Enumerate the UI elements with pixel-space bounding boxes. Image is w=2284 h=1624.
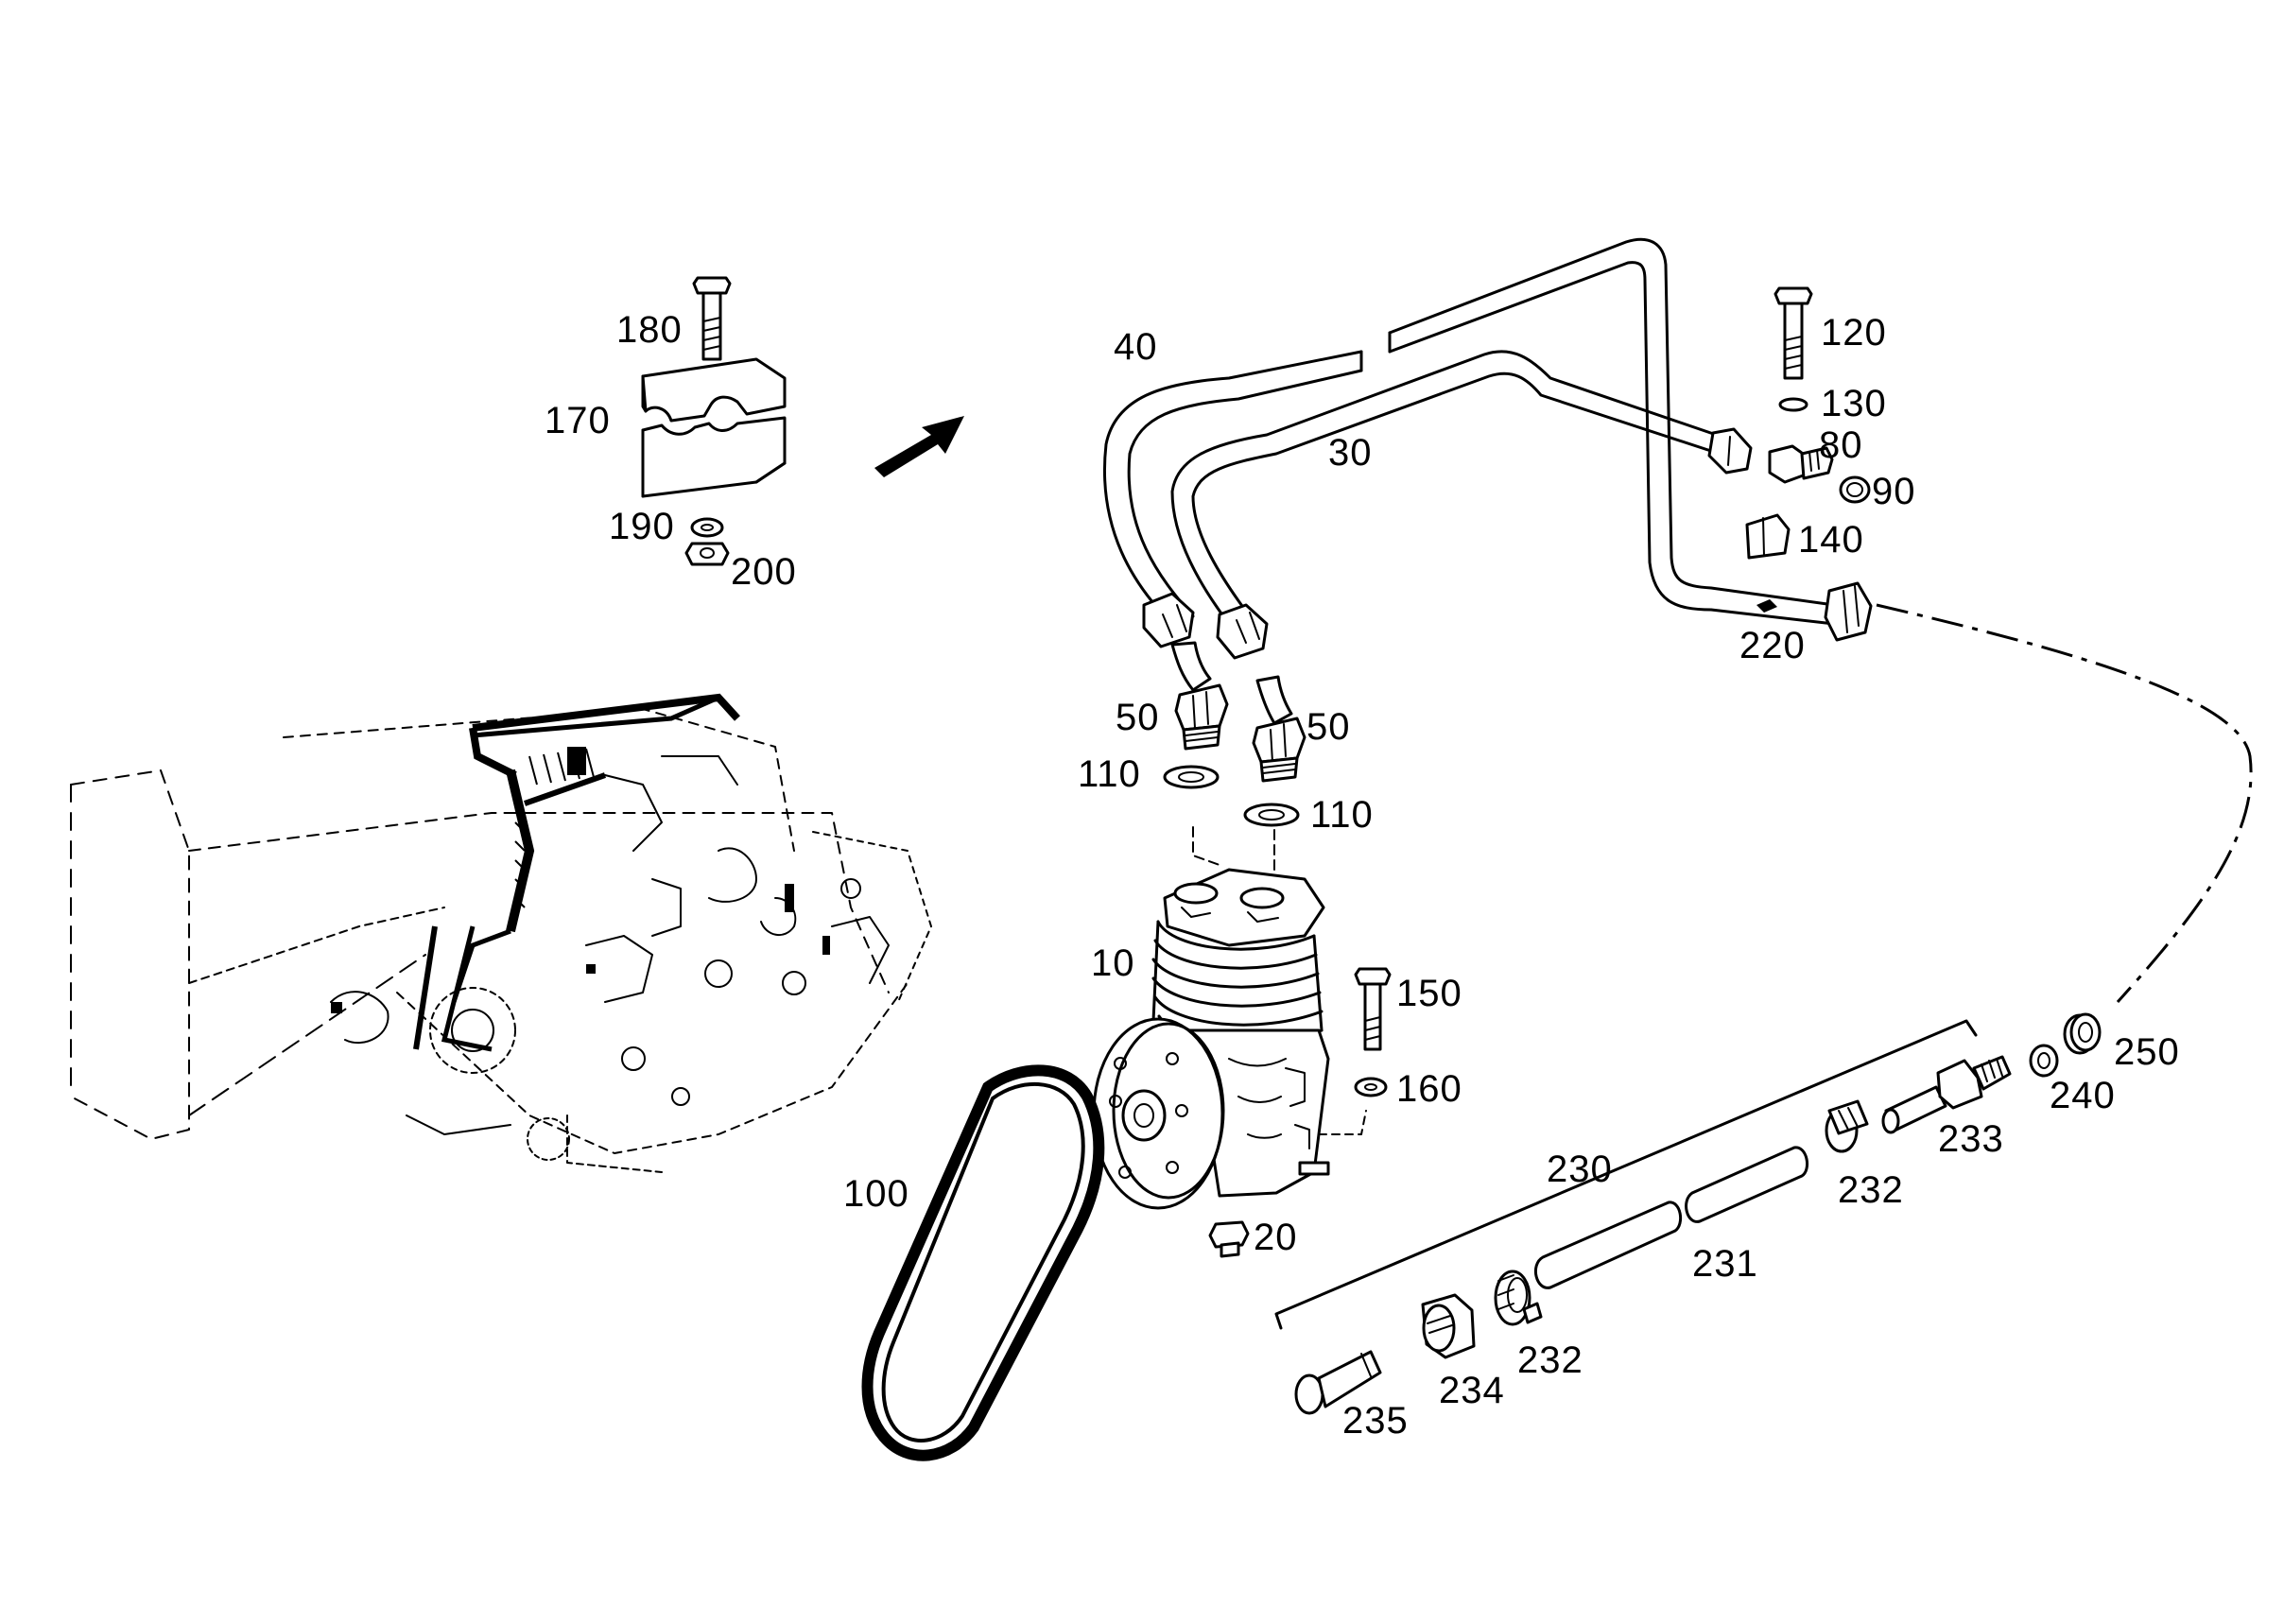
- callout-180: 180: [616, 309, 683, 351]
- callout-110a: 110: [1078, 753, 1141, 795]
- callout-80: 80: [1819, 424, 1863, 466]
- callout-10: 10: [1091, 942, 1135, 984]
- callout-100: 100: [843, 1173, 909, 1215]
- pipe-clamp-assembly: [641, 276, 787, 566]
- callout-160: 160: [1396, 1068, 1462, 1110]
- callout-232a: 232: [1838, 1169, 1904, 1211]
- callout-20: 20: [1254, 1217, 1298, 1258]
- callout-140: 140: [1798, 519, 1864, 561]
- v-belt: [861, 1064, 1105, 1461]
- callout-50b: 50: [1306, 706, 1351, 748]
- callout-90: 90: [1872, 471, 1916, 512]
- callout-170: 170: [545, 400, 611, 441]
- callout-150: 150: [1396, 973, 1462, 1014]
- callout-110b: 110: [1310, 794, 1374, 836]
- hose-assembly: [1274, 1012, 2102, 1415]
- callout-235: 235: [1342, 1400, 1409, 1442]
- callout-120: 120: [1821, 312, 1887, 354]
- callout-231: 231: [1692, 1243, 1758, 1285]
- fittings-right: [1745, 286, 1871, 613]
- callout-labels: 10 20 30 40 50 50 80 90 100 110 110 120 …: [545, 309, 2180, 1442]
- callout-232b: 232: [1517, 1339, 1583, 1381]
- callout-130: 130: [1821, 383, 1887, 424]
- pressure-pipes: [1103, 237, 1873, 660]
- engine-locator-sketch: [70, 693, 932, 1173]
- callout-250: 250: [2114, 1031, 2180, 1073]
- callout-40: 40: [1114, 326, 1158, 368]
- elbow-fittings: [1163, 641, 1306, 871]
- callout-233: 233: [1938, 1118, 2004, 1160]
- air-compressor: [1092, 868, 1367, 1210]
- direction-arrow-icon: [874, 416, 964, 477]
- callout-234: 234: [1439, 1370, 1505, 1411]
- drain-plug: [1208, 1220, 1250, 1258]
- assembly-centerline: [1876, 603, 2253, 1004]
- mounting-bolt: [1354, 967, 1392, 1097]
- callout-190: 190: [609, 506, 675, 547]
- callout-50a: 50: [1116, 697, 1160, 738]
- callout-220: 220: [1739, 625, 1806, 666]
- callout-30: 30: [1328, 432, 1373, 474]
- callout-200: 200: [731, 551, 797, 593]
- callout-230: 230: [1547, 1149, 1613, 1190]
- callout-240: 240: [2050, 1075, 2116, 1116]
